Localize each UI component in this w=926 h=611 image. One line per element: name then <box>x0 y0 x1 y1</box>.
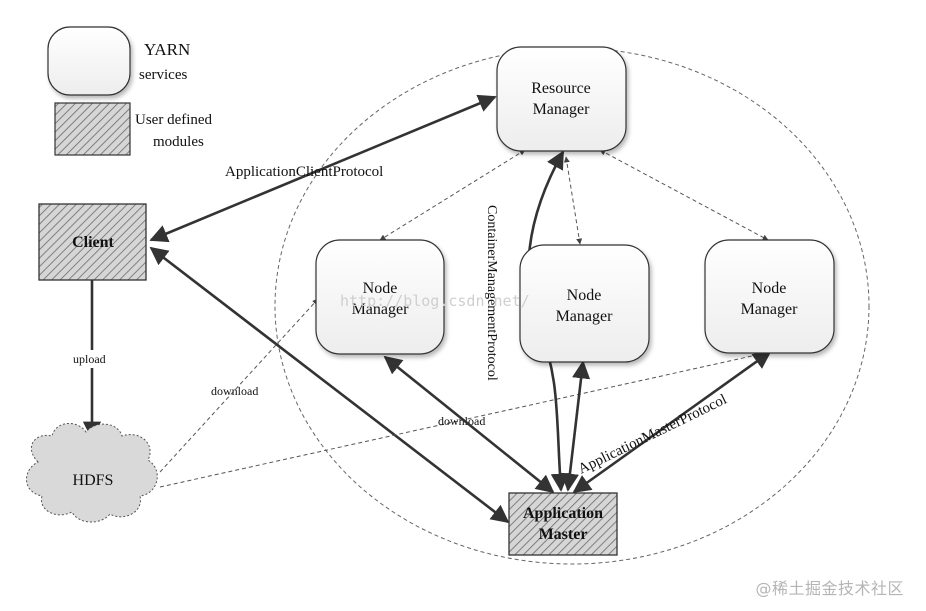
upload-label-bg <box>70 350 116 368</box>
yarn-cluster-boundary <box>274 47 870 565</box>
node-manager-center-label-line2: Manager <box>556 308 614 325</box>
legend-user-label-line1: User defined <box>135 112 213 128</box>
edge-am-node-manager-left <box>383 355 555 494</box>
node-manager-right: Node Manager <box>704 239 835 354</box>
node-manager-left-label-line2: Manager <box>352 301 410 318</box>
resource-manager-label-line2: Manager <box>533 101 591 118</box>
client-box <box>38 203 147 281</box>
node-manager-right-box <box>704 239 835 354</box>
node-application-master: Application Master <box>508 492 618 556</box>
node-manager-right-label-line2: Manager <box>741 301 799 318</box>
edge-am-node-manager-right <box>572 350 772 494</box>
edge-label-application-master-protocol: ApplicationMasterProtocol <box>576 392 730 478</box>
legend: YARN services User defined modules <box>47 26 213 156</box>
node-manager-center-box <box>519 244 650 363</box>
node-client: Client <box>38 203 147 281</box>
application-master-label-line2: Master <box>539 526 588 543</box>
edge-label-application-client-protocol: ApplicationClientProtocol <box>225 164 383 180</box>
edge-label-download-left: download <box>211 384 258 398</box>
edge-rm-node-manager-left <box>379 149 526 241</box>
resource-manager-label-line1: Resource <box>531 80 591 97</box>
node-manager-left-box <box>315 239 445 355</box>
node-manager-center-label-line1: Node <box>567 287 602 304</box>
node-resource-manager: Resource Manager <box>496 46 627 152</box>
edge-label-container-management-protocol: ContainerManagementProtocol <box>484 205 499 381</box>
node-hdfs: HDFS <box>26 423 158 523</box>
node-manager-left-label-line1: Node <box>363 280 398 297</box>
node-manager-center: Node Manager <box>519 244 650 363</box>
edge-client-resource-manager <box>149 94 497 243</box>
edge-rm-node-manager-right <box>599 149 769 241</box>
site-watermark: @稀土掘金技术社区 <box>755 579 904 598</box>
legend-yarn-label-line2: services <box>139 67 187 83</box>
hdfs-label: HDFS <box>73 472 114 489</box>
node-manager-left: Node Manager <box>315 239 445 355</box>
url-watermark: http://blog.csdn.net/ <box>340 292 530 310</box>
client-label: Client <box>72 234 114 251</box>
legend-user-module-swatch <box>54 102 131 156</box>
resource-manager-box <box>496 46 627 152</box>
hdfs-cloud-shape <box>26 423 158 523</box>
application-master-label-line1: Application <box>523 505 603 522</box>
legend-yarn-swatch <box>47 26 131 96</box>
legend-user-label-line2: modules <box>153 134 204 150</box>
node-manager-right-label-line1: Node <box>752 280 787 297</box>
application-master-box <box>508 492 618 556</box>
legend-yarn-label-line1: YARN <box>144 40 190 59</box>
edge-label-download-center: download <box>438 414 485 428</box>
edge-rm-node-manager-center <box>563 156 583 245</box>
edge-label-upload: upload <box>73 352 106 366</box>
